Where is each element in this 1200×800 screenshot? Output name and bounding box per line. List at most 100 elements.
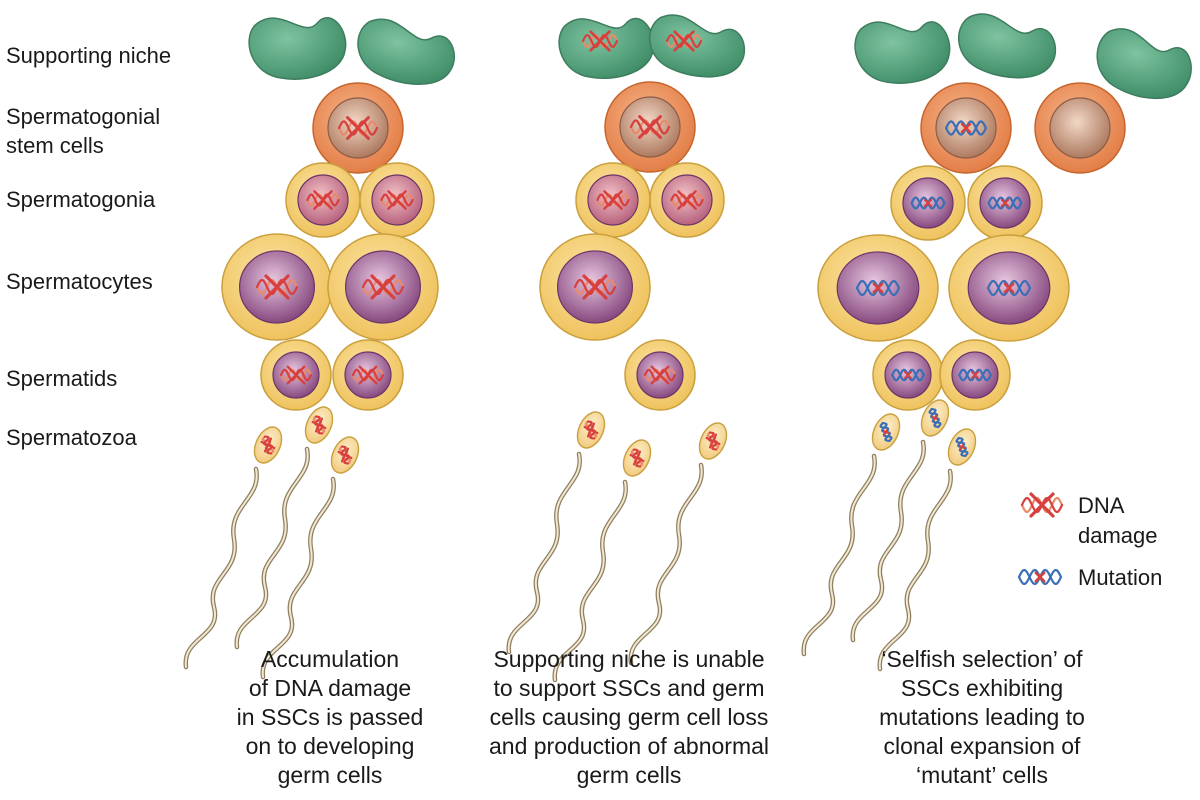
sperm-tail bbox=[507, 453, 581, 653]
sperm-tail-outline bbox=[877, 468, 953, 672]
dna-mutation-icon bbox=[986, 279, 1032, 297]
dna-mutation-icon bbox=[855, 279, 901, 297]
dna-damage-icon bbox=[311, 415, 327, 435]
damage-cross-stroke bbox=[583, 425, 599, 435]
sperm-tail bbox=[802, 455, 876, 655]
dna-damage-icon bbox=[665, 30, 703, 52]
row-label-supporting-niche: Supporting niche bbox=[6, 43, 172, 68]
dna-damage-icon bbox=[705, 431, 721, 451]
dna-mutation-icon bbox=[879, 421, 893, 443]
sperm-tail-outline bbox=[801, 453, 877, 657]
dna-damage-icon bbox=[596, 190, 630, 210]
damage-cross-stroke bbox=[589, 30, 611, 52]
damage-cross-stroke bbox=[705, 436, 721, 446]
sperm-tail-outline bbox=[183, 466, 259, 670]
mutation-marker bbox=[872, 282, 884, 294]
damage-cross-stroke bbox=[264, 274, 290, 300]
caption-2-line-2: to support SSCs and germ bbox=[493, 675, 765, 701]
sperm-tail-outline bbox=[234, 446, 310, 650]
row-label-spermatozoa: Spermatozoa bbox=[6, 425, 137, 450]
dna-damage-icon bbox=[573, 274, 617, 300]
mutation-marker bbox=[882, 428, 890, 436]
damage-cross-stroke bbox=[638, 115, 662, 139]
damage-cross-stroke bbox=[673, 30, 695, 52]
sperm-tails bbox=[183, 439, 953, 683]
dna-mutation-icon bbox=[958, 368, 992, 382]
sperm-tail bbox=[184, 468, 258, 668]
dna-mutation-icon bbox=[987, 196, 1023, 210]
dna-mutation-icon bbox=[1017, 568, 1063, 586]
caption-3-line-5: ‘mutant’ cells bbox=[915, 762, 1049, 788]
caption-1-line-3: in SSCs is passed bbox=[236, 704, 424, 730]
dna-mutation-icon bbox=[891, 368, 925, 382]
mutation-marker bbox=[970, 370, 980, 380]
dna-damage-icon bbox=[351, 365, 385, 385]
dna-damage-icon bbox=[1020, 492, 1064, 518]
damage-cross-stroke bbox=[313, 190, 333, 210]
niche-cell bbox=[248, 17, 347, 80]
damage-cross-stroke bbox=[370, 274, 396, 300]
dna-mutation-icon bbox=[910, 196, 946, 210]
dna-damage-icon bbox=[361, 274, 405, 300]
dna-damage-icon bbox=[380, 190, 414, 210]
dna-damage-icon bbox=[583, 420, 599, 440]
dna-mutation-icon bbox=[955, 436, 969, 458]
niche-cell bbox=[854, 21, 951, 84]
niche-cell bbox=[357, 18, 455, 85]
sperm-tail-outline bbox=[628, 462, 704, 666]
niche-cell bbox=[957, 13, 1057, 79]
dna-mutation-icon bbox=[928, 407, 942, 429]
dna-damage-icon bbox=[279, 365, 313, 385]
damage-cross-stroke bbox=[346, 116, 370, 140]
dna-damage-icon bbox=[643, 365, 677, 385]
sperm-tail-outline bbox=[506, 451, 582, 655]
mutation-marker bbox=[923, 198, 933, 208]
dna-damage-icon bbox=[337, 445, 353, 465]
dna-damage-icon bbox=[255, 274, 299, 300]
damage-cross-stroke bbox=[311, 420, 327, 430]
damage-cross-stroke bbox=[260, 440, 276, 450]
caption-column-1: Accumulation of DNA damage in SSCs is pa… bbox=[205, 645, 455, 790]
dna-damage-icon bbox=[629, 448, 645, 468]
damage-cross-stroke bbox=[387, 190, 407, 210]
caption-column-3: ‘Selfish selection’ of SSCs exhibiting m… bbox=[838, 645, 1126, 790]
sperm-tail bbox=[553, 481, 627, 681]
mutation-marker bbox=[1000, 198, 1010, 208]
row-label-spermatids: Spermatids bbox=[6, 366, 118, 391]
row-label-ssc-line1: Spermatogonial bbox=[6, 104, 161, 129]
legend-mutation: Mutation bbox=[1078, 565, 1163, 590]
sperm-tail-outline bbox=[850, 439, 926, 643]
damage-cross-stroke bbox=[650, 365, 670, 385]
caption-1-line-2: of DNA damage bbox=[248, 675, 412, 701]
caption-1-line-5: germ cells bbox=[277, 762, 383, 788]
dna-damage-icon bbox=[670, 190, 704, 210]
germ-cells bbox=[221, 81, 1126, 477]
caption-3-line-3: mutations leading to bbox=[879, 704, 1085, 730]
mutation-marker bbox=[903, 370, 913, 380]
mutation-marker bbox=[931, 414, 939, 422]
sperm-tail bbox=[878, 470, 952, 670]
dna-damage-icon bbox=[581, 30, 619, 52]
mutation-marker bbox=[1034, 571, 1046, 583]
damage-cross-stroke bbox=[1029, 492, 1055, 518]
dna-damage-icon bbox=[260, 435, 276, 455]
caption-1-line-1: Accumulation bbox=[260, 646, 400, 672]
mutation-marker bbox=[1003, 282, 1015, 294]
caption-2-line-5: germ cells bbox=[576, 762, 682, 788]
dna-damage-icon bbox=[306, 190, 340, 210]
damage-cross-stroke bbox=[629, 453, 645, 463]
niche-cell bbox=[1096, 28, 1192, 100]
damage-cross-stroke bbox=[582, 274, 608, 300]
caption-column-2: Supporting niche is unable to support SS… bbox=[462, 645, 796, 790]
damage-cross-stroke bbox=[286, 365, 306, 385]
sperm-tail bbox=[261, 478, 335, 678]
mutation-marker bbox=[960, 122, 972, 134]
caption-3-line-4: clonal expansion of bbox=[883, 733, 1081, 759]
legend-dna-damage-line2: damage bbox=[1078, 523, 1158, 548]
dna-damage-icon bbox=[337, 116, 379, 140]
damage-cross-stroke bbox=[337, 450, 353, 460]
row-label-ssc-line2: stem cells bbox=[6, 133, 104, 158]
sperm-tail bbox=[629, 464, 703, 664]
row-label-spermatocytes: Spermatocytes bbox=[6, 269, 153, 294]
